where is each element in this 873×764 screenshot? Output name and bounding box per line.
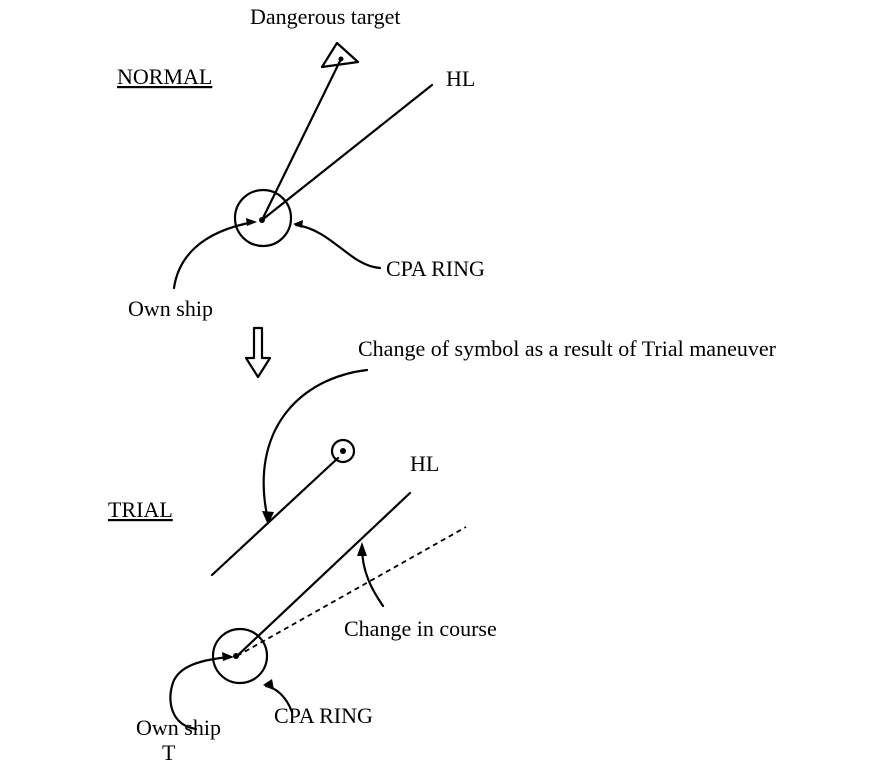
trial-own-ship-label: Own ship xyxy=(136,715,221,740)
trial-change-caption: Change of symbol as a result of Trial ma… xyxy=(358,336,777,361)
symbol-change-arrowhead-icon xyxy=(262,511,274,525)
course-change-label: Change in course xyxy=(344,616,497,641)
normal-cpa-leader xyxy=(294,223,382,270)
trial-heading-line xyxy=(235,491,412,658)
trial-own-ship-arrowhead-icon xyxy=(222,652,234,661)
trial-hl-label: HL xyxy=(410,451,439,476)
target-vector-line xyxy=(260,57,343,222)
normal-heading-line xyxy=(260,83,434,222)
trial-cpa-ring-label: CPA RING xyxy=(274,703,373,728)
dangerous-target-label: Dangerous target xyxy=(250,4,401,29)
normal-cpa-ring-label: CPA RING xyxy=(386,256,485,281)
trial-own-ship-mark: T xyxy=(162,740,176,764)
trial-target-vector-line xyxy=(210,456,340,577)
trial-cpa-arrowhead-icon xyxy=(263,679,274,690)
normal-hl-label: HL xyxy=(446,66,475,91)
normal-own-ship-label: Own ship xyxy=(128,296,213,321)
trial-heading: TRIAL xyxy=(108,497,173,522)
trial-own-ship-leader xyxy=(169,655,232,731)
normal-heading: NORMAL xyxy=(117,64,212,89)
dangerous-target-triangle-icon xyxy=(320,41,360,69)
trial-cpa-ring xyxy=(211,627,269,685)
course-change-arrowhead-icon xyxy=(357,542,367,556)
changed-course-line xyxy=(236,526,467,657)
normal-own-ship-dot xyxy=(259,217,265,223)
trial-own-ship-dot xyxy=(233,653,239,659)
normal-cpa-ring xyxy=(233,188,293,248)
down-arrow-icon xyxy=(244,326,272,379)
normal-cpa-arrowhead-icon xyxy=(293,220,303,228)
trial-target-ring xyxy=(330,438,356,464)
normal-own-ship-leader xyxy=(172,220,256,290)
normal-own-ship-arrowhead-icon xyxy=(246,218,257,226)
trial-target-dot xyxy=(340,448,346,454)
symbol-change-leader xyxy=(262,368,369,522)
